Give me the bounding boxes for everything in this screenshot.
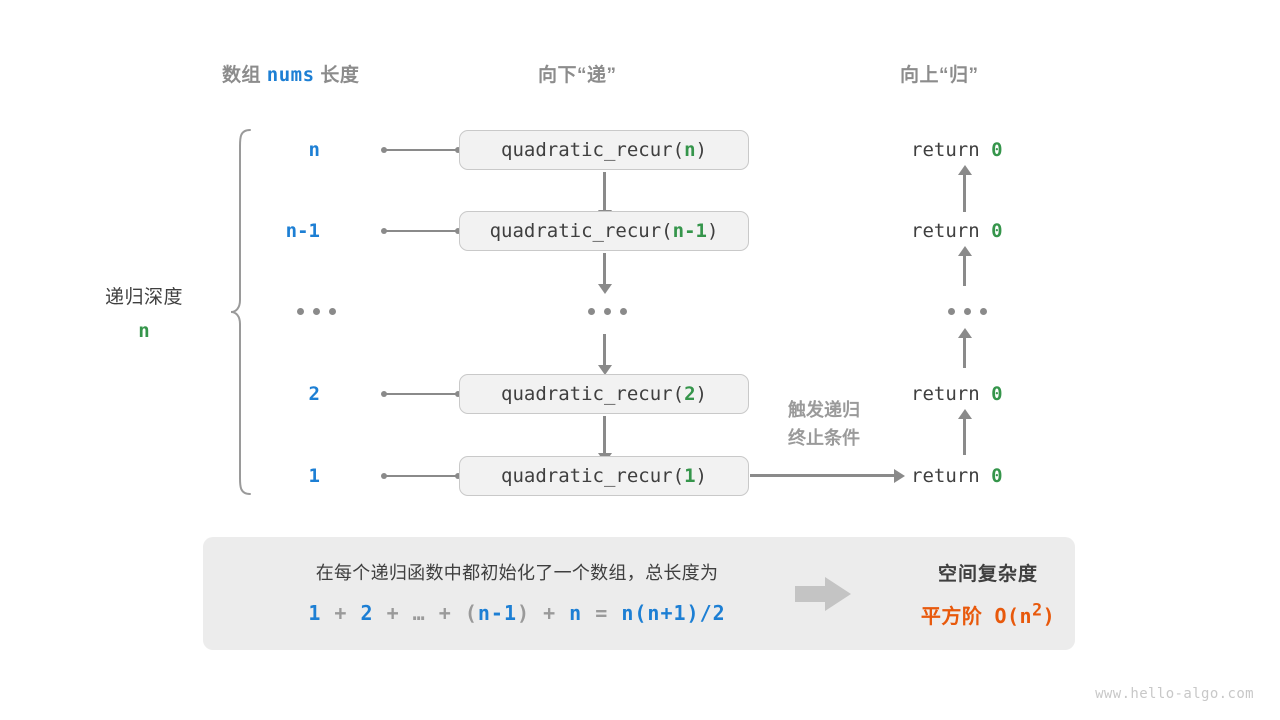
function-box-row-3[interactable]: quadratic_recur(2)	[459, 374, 749, 414]
return-value-row-0: 0	[991, 139, 1003, 161]
depth-label-row-4: 1	[308, 465, 320, 487]
function-paren-row-4: )	[695, 465, 707, 487]
return-keyword-row-1: return	[911, 220, 992, 242]
function-arg-row-3: 2	[684, 383, 696, 405]
return-value-row-4: 0	[991, 465, 1003, 487]
summary-description: 在每个递归函数中都初始化了一个数组，总长度为	[315, 563, 719, 583]
function-arg-row-0: n	[684, 139, 696, 161]
formula-op-3: +	[425, 601, 465, 625]
complexity-notation-tail: )	[1042, 604, 1056, 628]
connector-line-row-1	[381, 228, 461, 234]
return-ellipsis-row-2	[948, 308, 987, 315]
complexity-exponent: 2	[1032, 600, 1043, 620]
recursion-depth-value: n	[138, 320, 150, 342]
return-keyword-row-3: return	[911, 383, 992, 405]
column-header-array-length: 数组 nums 长度	[222, 60, 359, 87]
recursion-depth-caption: 递归深度 n	[88, 282, 200, 342]
return-keyword-row-4: return	[911, 465, 992, 487]
descend-arrow-1-to-2	[603, 253, 606, 285]
function-box-row-4[interactable]: quadratic_recur(1)	[459, 456, 749, 496]
formula-term-4: n	[569, 601, 583, 625]
header-nums-token: nums	[266, 64, 315, 86]
return-label-row-1: return 0	[911, 220, 1003, 242]
descend-arrow-3-to-4	[603, 416, 606, 454]
complexity-notation: O(n	[994, 604, 1033, 628]
function-paren-row-3: )	[695, 383, 707, 405]
depth-label-row-1: n-1	[285, 220, 320, 242]
formula-term-3: n-1	[477, 601, 517, 625]
terminate-note-line-2: 终止条件	[788, 427, 860, 448]
return-label-row-3: return 0	[911, 383, 1003, 405]
formula-op-1: +	[321, 601, 361, 625]
ascend-arrow-2-to-1	[963, 255, 966, 286]
watermark: www.hello-algo.com	[1095, 686, 1254, 702]
right-arrow-icon	[795, 577, 851, 611]
header-text-prefix: 数组	[222, 65, 262, 86]
complexity-value: 平方阶 O(n2)	[863, 600, 1113, 629]
complexity-title: 空间复杂度	[937, 564, 1038, 585]
formula-equals: =	[582, 601, 622, 625]
formula-op-2: +	[373, 601, 413, 625]
connector-line-row-3	[381, 391, 461, 397]
summary-left: 在每个递归函数中都初始化了一个数组，总长度为 1 + 2 + … + (n-1)…	[237, 559, 797, 625]
formula-paren-close: )	[517, 601, 531, 625]
function-name-row-1: quadratic_recur(	[489, 220, 673, 242]
function-arg-row-1: n-1	[672, 220, 707, 242]
formula-term-1: 1	[308, 601, 322, 625]
descend-arrow-2-to-3	[603, 334, 606, 366]
return-label-row-0: return 0	[911, 139, 1003, 161]
function-arg-row-4: 1	[684, 465, 696, 487]
connector-line-row-0	[381, 147, 461, 153]
return-value-row-3: 0	[991, 383, 1003, 405]
formula-ellipsis: …	[412, 601, 426, 625]
formula-term-2: 2	[360, 601, 374, 625]
function-ellipsis-row-2	[588, 308, 627, 315]
terminate-note-line-1: 触发递归	[788, 400, 860, 420]
function-name-row-0: quadratic_recur(	[501, 139, 685, 161]
connector-line-row-4	[381, 473, 461, 479]
descend-arrow-0-to-1	[603, 172, 606, 211]
formula-paren-open: (	[464, 601, 478, 625]
ascend-arrow-1-to-0	[963, 174, 966, 212]
summary-panel: 在每个递归函数中都初始化了一个数组，总长度为 1 + 2 + … + (n-1)…	[203, 537, 1075, 650]
return-value-row-1: 0	[991, 220, 1003, 242]
function-paren-row-1: )	[706, 220, 719, 242]
terminate-arrow	[750, 474, 895, 477]
function-name-row-4: quadratic_recur(	[501, 465, 685, 487]
summary-formula: 1 + 2 + … + (n-1) + n = n(n+1)/2	[237, 601, 797, 625]
function-box-row-0[interactable]: quadratic_recur(n)	[459, 130, 749, 170]
formula-result: n(n+1)/2	[621, 601, 726, 625]
ascend-arrow-4-to-3	[963, 418, 966, 455]
header-text-suffix: 长度	[320, 65, 360, 86]
formula-op-4: +	[530, 601, 570, 625]
function-paren-row-0: )	[695, 139, 707, 161]
depth-label-row-0: n	[308, 139, 320, 161]
recursion-depth-brace	[228, 128, 254, 496]
depth-label-row-3: 2	[308, 383, 320, 405]
recursion-depth-title: 递归深度	[104, 287, 183, 308]
return-label-row-4: return 0	[911, 465, 1003, 487]
summary-right: 空间复杂度 平方阶 O(n2)	[863, 559, 1113, 629]
ascend-arrow-3-to-2	[963, 337, 966, 368]
function-box-row-1[interactable]: quadratic_recur(n-1)	[459, 211, 749, 251]
return-keyword-row-0: return	[911, 139, 992, 161]
function-name-row-3: quadratic_recur(	[501, 383, 685, 405]
depth-label-row-2	[297, 308, 336, 315]
complexity-prefix: 平方阶	[920, 606, 983, 628]
column-header-descend: 向下“递”	[538, 65, 617, 86]
terminate-condition-note: 触发递归 终止条件	[762, 397, 886, 453]
column-header-ascend: 向上“归”	[900, 65, 979, 86]
